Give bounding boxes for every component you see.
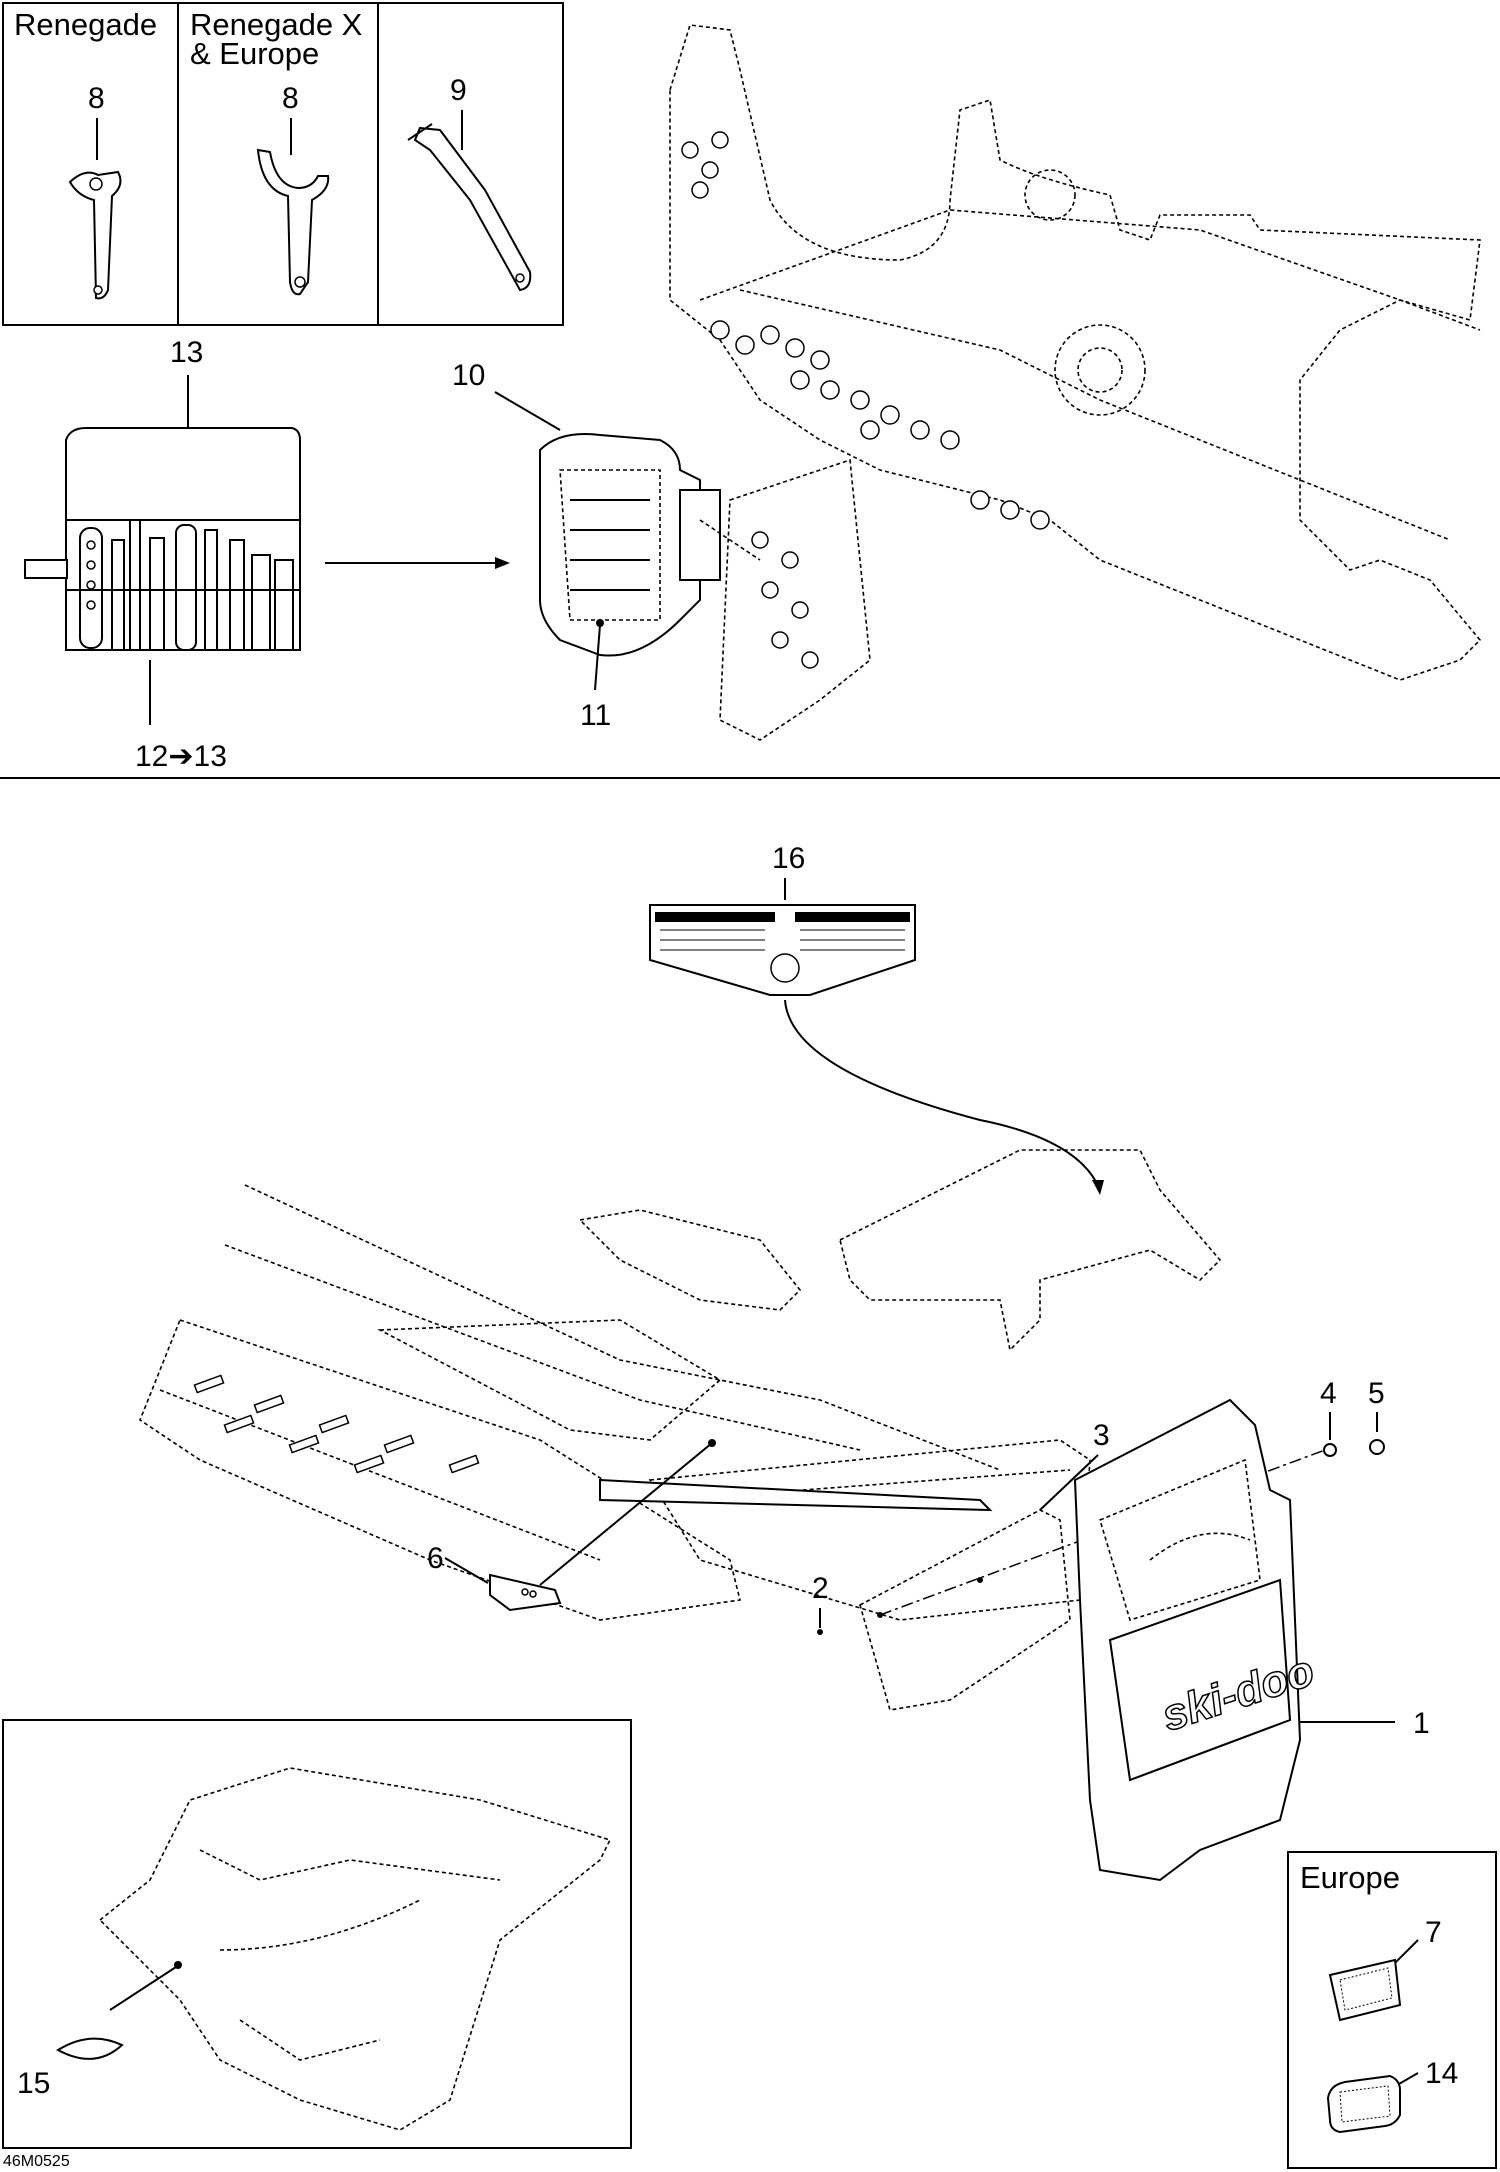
callout-3: 3 [1093,1419,1110,1452]
belly-pan-box: 15 [2,1719,632,2149]
callout-1: 1 [1413,1707,1430,1740]
upper-chassis-frame [669,24,1482,741]
callout-11: 11 [580,699,611,732]
spanner-wrench-illustration-x [256,148,330,296]
box-title-europe-line: & Europe [190,36,319,71]
warning-decal: 16 [649,842,1104,1195]
box-title-renegade-x: Renegade X [190,7,363,42]
callout-16: 16 [772,842,805,875]
callout-12-to-13: 12➔13 [135,740,227,773]
callout-14: 14 [1425,2057,1458,2090]
callout-10: 10 [452,359,485,392]
callout-6: 6 [427,1542,444,1575]
wrench-boxes: Renegade Renegade X & Europe 8 8 9 [2,2,564,326]
box-title-renegade: Renegade [14,7,157,42]
running-board-slots [193,1374,480,1474]
adjustment-tool-illustration [413,126,532,292]
europe-reflectors-box: Europe 7 14 [1287,1851,1497,2169]
callout-7: 7 [1425,1916,1442,1949]
tool-kit: 13 12➔13 [24,336,510,773]
callout-15: 15 [17,2067,50,2100]
snow-flap: ski-doo 1 [1073,1398,1430,1882]
callout-13: 13 [170,336,203,369]
frame-holes [681,131,1050,530]
callout-5: 5 [1368,1377,1385,1410]
callout-9: 9 [450,74,467,107]
callout-8-renegade-x: 8 [282,82,299,115]
fastener-parts: 4 5 [1320,1377,1385,1457]
figure-code: 46M0525 [3,2153,70,2170]
tool-holder: 10 11 [452,359,721,732]
callout-8-renegade: 8 [88,82,105,115]
spanner-wrench-illustration [68,170,122,300]
callout-2: 2 [812,1572,829,1605]
box-title-europe: Europe [1300,1860,1400,1895]
protector-pad: 6 [427,1442,713,1612]
callout-4: 4 [1320,1377,1337,1410]
